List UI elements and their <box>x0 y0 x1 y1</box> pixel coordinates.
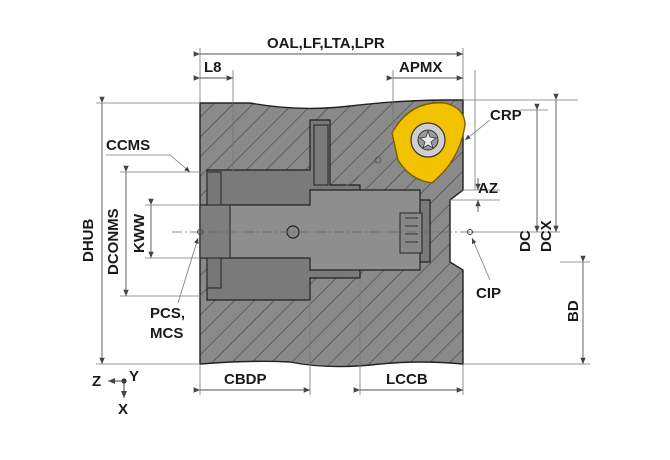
coolant-channel <box>313 124 329 186</box>
label-axis-z: Z <box>92 373 101 390</box>
label-dcx: DCX <box>538 220 555 252</box>
label-dc: DC <box>517 230 534 252</box>
label-cbdp: CBDP <box>224 371 267 388</box>
label-dhub: DHUB <box>80 219 97 262</box>
label-mcs: MCS <box>150 325 183 342</box>
label-l8: L8 <box>204 59 222 76</box>
label-crp: CRP <box>490 107 522 124</box>
label-lccb: LCCB <box>386 371 428 388</box>
label-dconms: DCONMS <box>105 208 122 275</box>
clamp-screw <box>399 212 423 254</box>
label-bd: BD <box>565 300 582 322</box>
label-pcs: PCS, <box>150 305 185 322</box>
key-slot <box>199 204 231 259</box>
arbor-shaft <box>199 189 421 271</box>
label-az: AZ <box>478 180 498 197</box>
label-cip: CIP <box>476 285 501 302</box>
label-ccms: CCMS <box>106 137 150 154</box>
cutting-insert <box>391 102 466 184</box>
key-notch-top <box>206 171 222 206</box>
label-kww: KWW <box>131 213 148 253</box>
label-axis-y: Y <box>129 368 139 385</box>
key-notch-bottom <box>206 257 222 289</box>
label-axis-x: X <box>118 401 128 418</box>
label-apmx: APMX <box>399 59 442 76</box>
coordinate-axes-icon <box>108 378 127 398</box>
label-oal: OAL,LF,LTA,LPR <box>267 35 385 52</box>
